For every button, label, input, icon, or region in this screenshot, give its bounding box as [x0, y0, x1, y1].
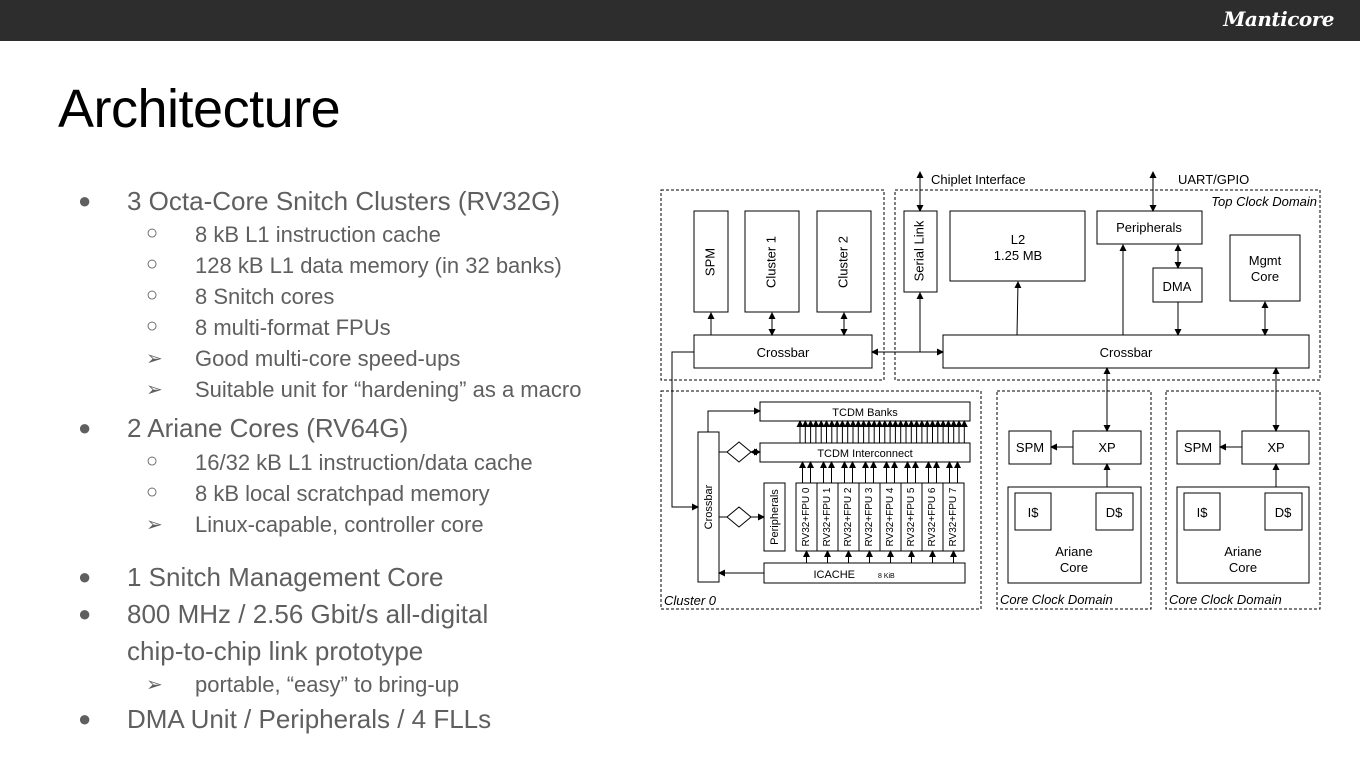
periph-mux-diamond — [726, 506, 752, 528]
ariane1-dcache-label: D$ — [1106, 505, 1123, 520]
ariane1-spm-label: SPM — [1016, 440, 1044, 455]
bullet-marker: ➢ — [146, 514, 163, 536]
top-clock-domain-label: Top Clock Domain — [1211, 194, 1317, 209]
cluster0-crossbar-label: Crossbar — [703, 484, 715, 529]
header-bar: Manticore — [0, 0, 1360, 41]
ariane2-label-1: Ariane — [1224, 544, 1262, 559]
bullet-text: 128 kB L1 data memory (in 32 banks) — [195, 253, 562, 278]
bullet-marker: ➢ — [146, 674, 163, 696]
core-label: RV32+FPU 1 — [822, 487, 833, 546]
cluster0-domain — [660, 390, 982, 610]
mgmt-label-2: Core — [1251, 269, 1279, 284]
core-clock-domain-label-2: Core Clock Domain — [1169, 592, 1282, 607]
ariane2-icache-block — [1183, 492, 1221, 531]
cluster0-label: Cluster 0 — [664, 593, 717, 608]
bullet-marker: ○ — [146, 284, 159, 306]
brand-logo: Manticore — [1223, 7, 1334, 31]
bullet-marker: ➢ — [146, 379, 163, 401]
ariane2-icache-label: I$ — [1197, 505, 1209, 520]
serial-link-label: Serial Link — [911, 220, 926, 281]
bullet-marker: ● — [78, 564, 92, 589]
bullet-text: 1 Snitch Management Core — [127, 562, 444, 592]
mgmt-label-1: Mgmt — [1249, 253, 1282, 268]
bullet-text: DMA Unit / Peripherals / 4 FLLs — [127, 704, 492, 734]
bullet-text: 8 Snitch cores — [195, 284, 335, 309]
icache-size-label: 8 KiB — [878, 573, 895, 580]
core-label: RV32+FPU 2 — [843, 487, 854, 546]
core-label: RV32+FPU 4 — [885, 487, 896, 546]
core-label: RV32+FPU 3 — [864, 487, 875, 546]
cluster0-peripherals-label: Peripherals — [769, 489, 781, 545]
core-label: RV32+FPU 0 — [801, 487, 812, 546]
core-label: RV32+FPU 5 — [906, 487, 917, 546]
ariane2-dcache-block — [1264, 492, 1303, 531]
crossbar-left-label: Crossbar — [757, 345, 810, 360]
bullet-marker: ○ — [146, 222, 159, 244]
bullet-text: Suitable unit for “hardening” as a macro — [195, 377, 582, 402]
icache-block — [763, 562, 966, 584]
bullet-text: 2 Ariane Cores (RV64G) — [127, 413, 409, 443]
ariane2-dcache-label: D$ — [1275, 505, 1292, 520]
peripherals-label: Peripherals — [1116, 220, 1182, 235]
bullet-marker: ● — [78, 706, 92, 731]
connections — [671, 171, 1280, 577]
bullet-text: Good multi-core speed-ups — [195, 346, 461, 371]
bullet-marker: ○ — [146, 315, 159, 337]
tcdm-mux-diamond — [726, 441, 752, 463]
ariane1-label-2: Core — [1060, 560, 1088, 575]
tcdm-interconnect-label: TCDM Interconnect — [817, 448, 912, 460]
uart-gpio-label: UART/GPIO — [1178, 172, 1249, 187]
core-clock-domain-box-2 — [1165, 390, 1321, 610]
cluster1-label: Cluster 1 — [763, 236, 778, 288]
slide-title: Architecture — [58, 79, 341, 139]
bullet-marker: ○ — [146, 450, 159, 472]
spm-label: SPM — [702, 248, 717, 276]
l2-label: L2 — [1011, 232, 1025, 247]
bullet-text: portable, “easy” to bring-up — [195, 672, 460, 697]
core-label: RV32+FPU 6 — [927, 487, 938, 546]
bullet-marker: ➢ — [146, 348, 163, 370]
bullet-marker: ● — [78, 188, 92, 213]
bullet-text: 8 kB L1 instruction cache — [195, 222, 441, 247]
core-clock-domain-label-1: Core Clock Domain — [1000, 592, 1113, 607]
bullet-marker: ● — [78, 601, 92, 626]
ariane1-dcache-block — [1095, 492, 1134, 531]
ariane2-label-2: Core — [1229, 560, 1257, 575]
bullet-text: 16/32 kB L1 instruction/data cache — [195, 450, 533, 475]
bullet-text: 8 kB local scratchpad memory — [195, 481, 490, 506]
cluster2-label: Cluster 2 — [835, 236, 850, 288]
bullet-marker: ● — [78, 415, 92, 440]
ariane1-core-block — [1007, 486, 1142, 584]
core-label: RV32+FPU 7 — [948, 487, 959, 546]
ariane2-xp-label: XP — [1267, 440, 1284, 455]
bullet-marker: ○ — [146, 481, 159, 503]
bullet-marker: ○ — [146, 253, 159, 275]
tcdm-banks-label: TCDM Banks — [832, 407, 898, 419]
bullet-text: 3 Octa-Core Snitch Clusters (RV32G) — [127, 186, 560, 216]
ariane2-spm-label: SPM — [1184, 440, 1212, 455]
bullet-text: 8 multi-format FPUs — [195, 315, 391, 340]
crossbar-right-label: Crossbar — [1100, 345, 1153, 360]
ariane1-icache-block — [1014, 492, 1052, 531]
core-clock-domain-box-1 — [996, 390, 1152, 610]
icache-label: ICACHE — [813, 569, 855, 581]
ariane1-label-1: Ariane — [1055, 544, 1093, 559]
chiplet-interface-label: Chiplet Interface — [931, 172, 1026, 187]
bullet-text: Linux-capable, controller core — [195, 512, 484, 537]
l2-block — [949, 210, 1086, 282]
ariane2-core-block — [1176, 486, 1310, 584]
ariane1-icache-label: I$ — [1028, 505, 1040, 520]
bullet-text: chip-to-chip link prototype — [127, 636, 424, 666]
dma-label: DMA — [1163, 279, 1192, 294]
l2-size-label: 1.25 MB — [994, 248, 1042, 263]
ariane1-xp-label: XP — [1098, 440, 1115, 455]
bullet-text: 800 MHz / 2.56 Gbit/s all-digital — [127, 599, 489, 629]
snitch-clusters-domain — [660, 189, 885, 381]
mgmt-core-block — [1229, 234, 1301, 302]
